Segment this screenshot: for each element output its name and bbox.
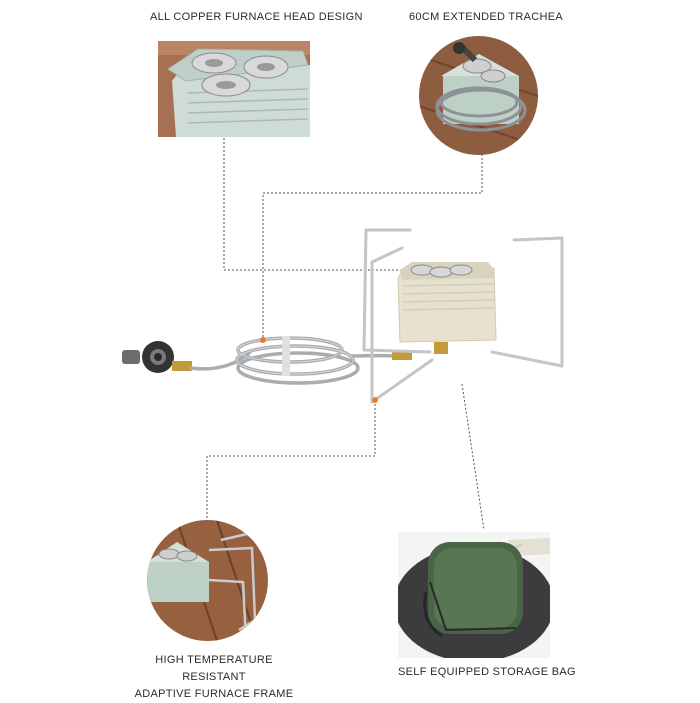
gas-regulator-valve bbox=[122, 341, 192, 373]
label-furnace-frame: HIGH TEMPERATURE RESISTANT ADAPTIVE FURN… bbox=[134, 652, 294, 703]
photo-extended-trachea bbox=[419, 36, 538, 155]
guide-line-frame bbox=[206, 400, 376, 532]
label-furnace-frame-line1: HIGH TEMPERATURE RESISTANT bbox=[155, 654, 273, 683]
photo-storage-bag bbox=[398, 532, 550, 658]
label-storage-bag: SELF EQUIPPED STORAGE BAG bbox=[398, 666, 576, 678]
stove-burner-body bbox=[397, 262, 497, 354]
photo-copper-furnace-head bbox=[158, 41, 310, 137]
guide-line-trachea bbox=[262, 150, 483, 340]
adaptive-furnace-frame bbox=[362, 228, 564, 404]
guide-line-copper bbox=[223, 138, 420, 271]
photo-furnace-frame bbox=[147, 520, 268, 641]
guide-line-bag bbox=[461, 383, 485, 531]
label-extended-trachea: 60CM EXTENDED TRACHEA bbox=[409, 11, 564, 23]
callout-markers bbox=[260, 337, 378, 403]
label-furnace-frame-line2: ADAPTIVE FURNACE FRAME bbox=[134, 688, 294, 700]
label-copper-furnace-head: ALL COPPER FURNACE HEAD DESIGN bbox=[150, 11, 363, 23]
